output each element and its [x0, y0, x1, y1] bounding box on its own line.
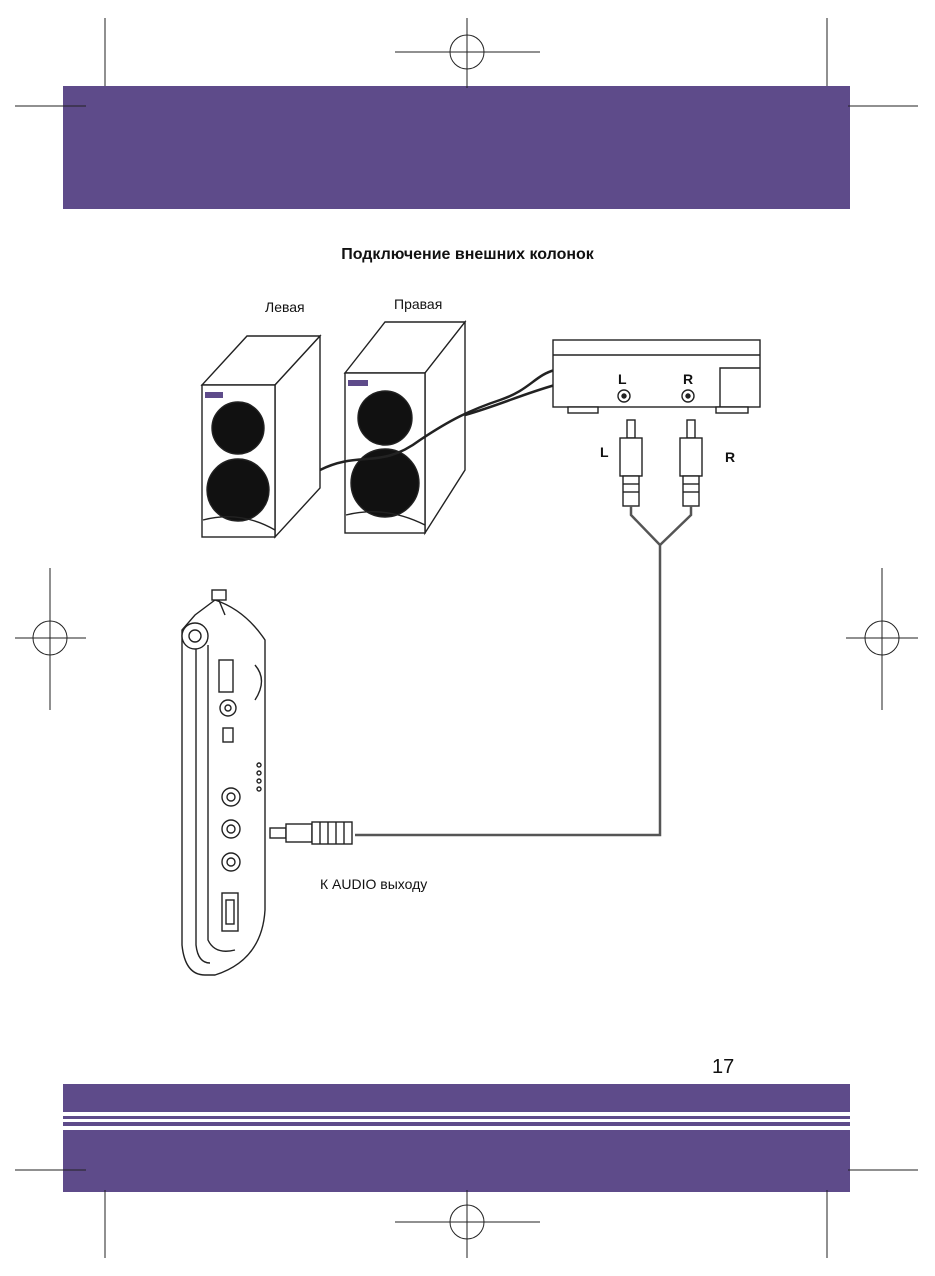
page-title: Подключение внешних колонок	[0, 246, 935, 264]
amplifier	[553, 340, 760, 413]
page-number: 17	[712, 1056, 734, 1079]
left-speaker-label: Левая	[265, 299, 305, 315]
plug-left-label: L	[600, 444, 609, 460]
left-speaker	[202, 336, 320, 537]
plug-right-label: R	[725, 449, 735, 465]
rca-plug-left	[620, 420, 642, 506]
dvd-player	[182, 590, 265, 975]
rca-plug-right	[680, 420, 702, 506]
audio-jack	[270, 822, 352, 844]
amp-left-label: L	[618, 371, 627, 387]
amp-right-label: R	[683, 371, 693, 387]
right-speaker	[345, 322, 465, 533]
audio-out-label: К AUDIO выходу	[320, 876, 427, 892]
right-speaker-label: Правая	[394, 296, 442, 312]
